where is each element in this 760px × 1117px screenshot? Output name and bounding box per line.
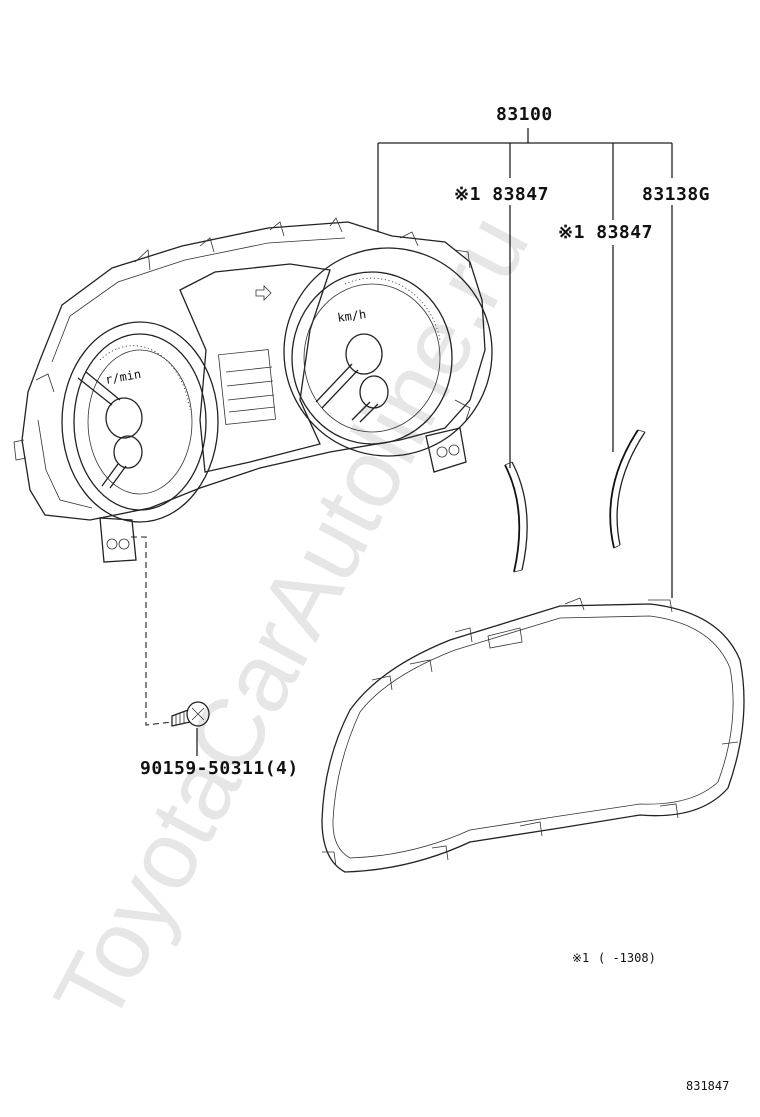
screw-90159-50311 [171,701,210,727]
tach-unit: r/min [104,367,142,387]
label-83847-right: ※1 83847 [558,222,653,243]
diagram-id: 831847 [686,1079,729,1093]
footnote-mark: ※1 [572,951,589,965]
label-90159-50311: 90159-50311(4) [140,758,299,779]
watermark-text: ToyotaCarAutoline.ru [34,198,549,1040]
label-83847-left: ※1 83847 [454,184,549,205]
leader-lines [131,128,673,756]
label-83100: 83100 [496,104,553,125]
label-83138G: 83138G [642,184,710,205]
lens-83847-right [609,429,646,549]
meter-glass-83138G [321,597,745,873]
speed-unit: km/h [336,307,367,325]
footnote-text: ( -1308) [598,951,656,965]
lens-83847-left [504,461,528,573]
combination-meter-assembly: r/min km/h [13,217,493,563]
